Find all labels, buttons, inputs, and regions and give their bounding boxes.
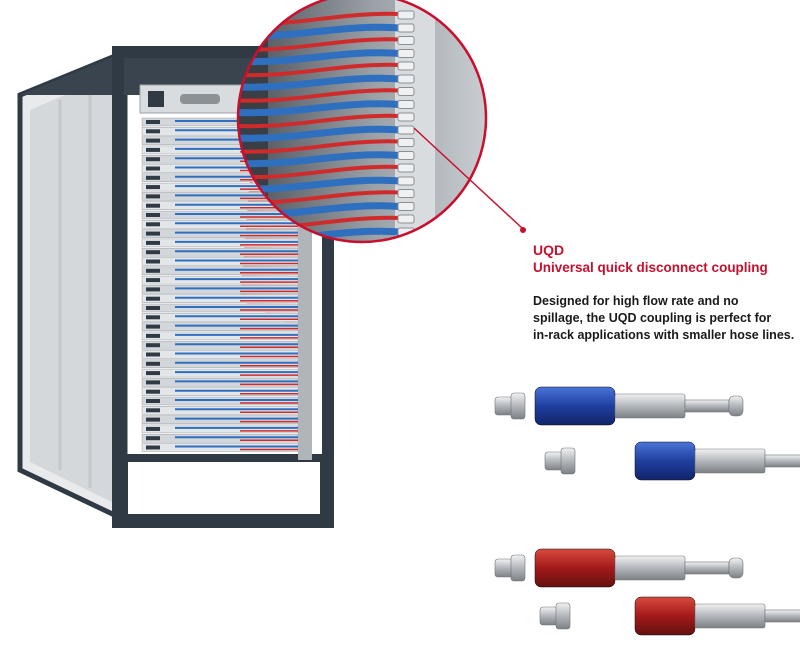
- server-unit-handle: [146, 426, 160, 431]
- server-unit-handle: [146, 120, 160, 124]
- zoom-hose-blue: [238, 74, 401, 91]
- zoom-coupling: [397, 176, 415, 186]
- server-unit-handle: [146, 436, 160, 441]
- zoom-coupling: [398, 266, 414, 274]
- server-unit-handle: [146, 343, 160, 348]
- callout-title: UQD: [533, 242, 565, 258]
- quick-disconnect-coupling-icon: [494, 548, 744, 588]
- zoom-coupling: [397, 61, 415, 71]
- server-unit-handle: [146, 129, 160, 134]
- server-unit-handle: [146, 175, 160, 180]
- server-unit-handle: [146, 445, 160, 450]
- zoom-coupling: [397, 240, 415, 242]
- zoom-coupling: [397, 36, 415, 45]
- callout-description-line: in-rack applications with smaller hose l…: [533, 328, 795, 342]
- zoom-coupling: [398, 305, 414, 313]
- zoom-coupling: [397, 125, 415, 135]
- zoom-coupling: [397, 74, 415, 84]
- server-unit-handle: [146, 240, 160, 245]
- server-unit-handle: [146, 333, 160, 338]
- server-unit-handle: [146, 268, 160, 273]
- zoom-coupling: [398, 279, 414, 287]
- quick-disconnect-coupling-icon: [544, 441, 800, 481]
- zoom-coupling: [397, 23, 415, 33]
- callout-heading: UQD Universal quick disconnect coupling: [533, 242, 793, 276]
- zoom-hose-red: [238, 139, 401, 154]
- zoom-coupling: [397, 214, 415, 224]
- server-unit-handle: [146, 203, 160, 208]
- zoom-hose-red: [238, 62, 401, 78]
- zoom-coupling: [397, 100, 415, 109]
- quick-disconnect-coupling-icon: [539, 596, 800, 636]
- server-unit-handle: [146, 361, 160, 366]
- server-unit-handle: [146, 250, 160, 255]
- zoom-coupling: [398, 292, 414, 300]
- callout-description: Designed for high flow rate and no spill…: [533, 293, 800, 344]
- server-unit-handle: [146, 194, 160, 199]
- zoom-coupling: [397, 87, 415, 96]
- server-unit: [141, 247, 299, 257]
- server-unit-handle: [146, 296, 160, 301]
- zoom-coupling: [398, 254, 414, 262]
- server-unit-handle: [146, 306, 160, 310]
- zoom-coupling: [397, 112, 415, 122]
- server-unit-handle: [146, 138, 160, 143]
- quick-disconnect-coupling-icon: [494, 386, 744, 426]
- server-unit-handle: [146, 166, 160, 171]
- server-unit-handle: [146, 380, 160, 385]
- server-unit-handle: [146, 417, 160, 422]
- server-unit-handle: [146, 287, 160, 292]
- server-unit-handle: [146, 278, 160, 283]
- zoom-coupling: [397, 49, 415, 58]
- server-unit-handle: [146, 371, 160, 376]
- callout-leader-dot: [520, 227, 526, 233]
- server-unit-handle: [146, 231, 160, 236]
- server-unit-handle: [146, 315, 160, 320]
- zoom-hose-red: [238, 113, 401, 129]
- zoom-coupling: [397, 10, 415, 20]
- server-unit-handle: [146, 157, 160, 162]
- server-unit-handle: [146, 213, 160, 217]
- couplings: [494, 386, 800, 636]
- zoom-coupling: [397, 163, 415, 173]
- server-unit-handle: [146, 352, 160, 357]
- server-unit-handle: [146, 408, 160, 413]
- zoom-coupling: [397, 151, 415, 160]
- server-unit-handle: [146, 389, 160, 394]
- server-unit-handle: [146, 185, 160, 190]
- callout-leader-line: [413, 127, 523, 229]
- zoom-coupling: [397, 202, 415, 211]
- server-unit-handle: [146, 399, 160, 403]
- zoom-hose-red: [238, 164, 401, 180]
- callout-description-line: spillage, the UQD coupling is perfect fo…: [533, 311, 772, 325]
- callout-subtitle: Universal quick disconnect coupling: [533, 260, 768, 275]
- server-unit-handle: [146, 222, 160, 227]
- zoom-coupling: [397, 189, 415, 198]
- server-unit-handle: [146, 324, 160, 329]
- zoom-hose-blue: [238, 100, 401, 117]
- zoom-coupling: [397, 138, 415, 147]
- callout-description-line: Designed for high flow rate and no: [533, 294, 739, 308]
- server-unit-handle: [146, 259, 160, 264]
- server-unit-handle: [146, 147, 160, 152]
- zoom-hose-blue: [238, 49, 401, 66]
- zoom-hose-blue: [238, 151, 401, 168]
- zoom-hose-red: [238, 88, 401, 103]
- zoom-hose-blue: [238, 125, 401, 142]
